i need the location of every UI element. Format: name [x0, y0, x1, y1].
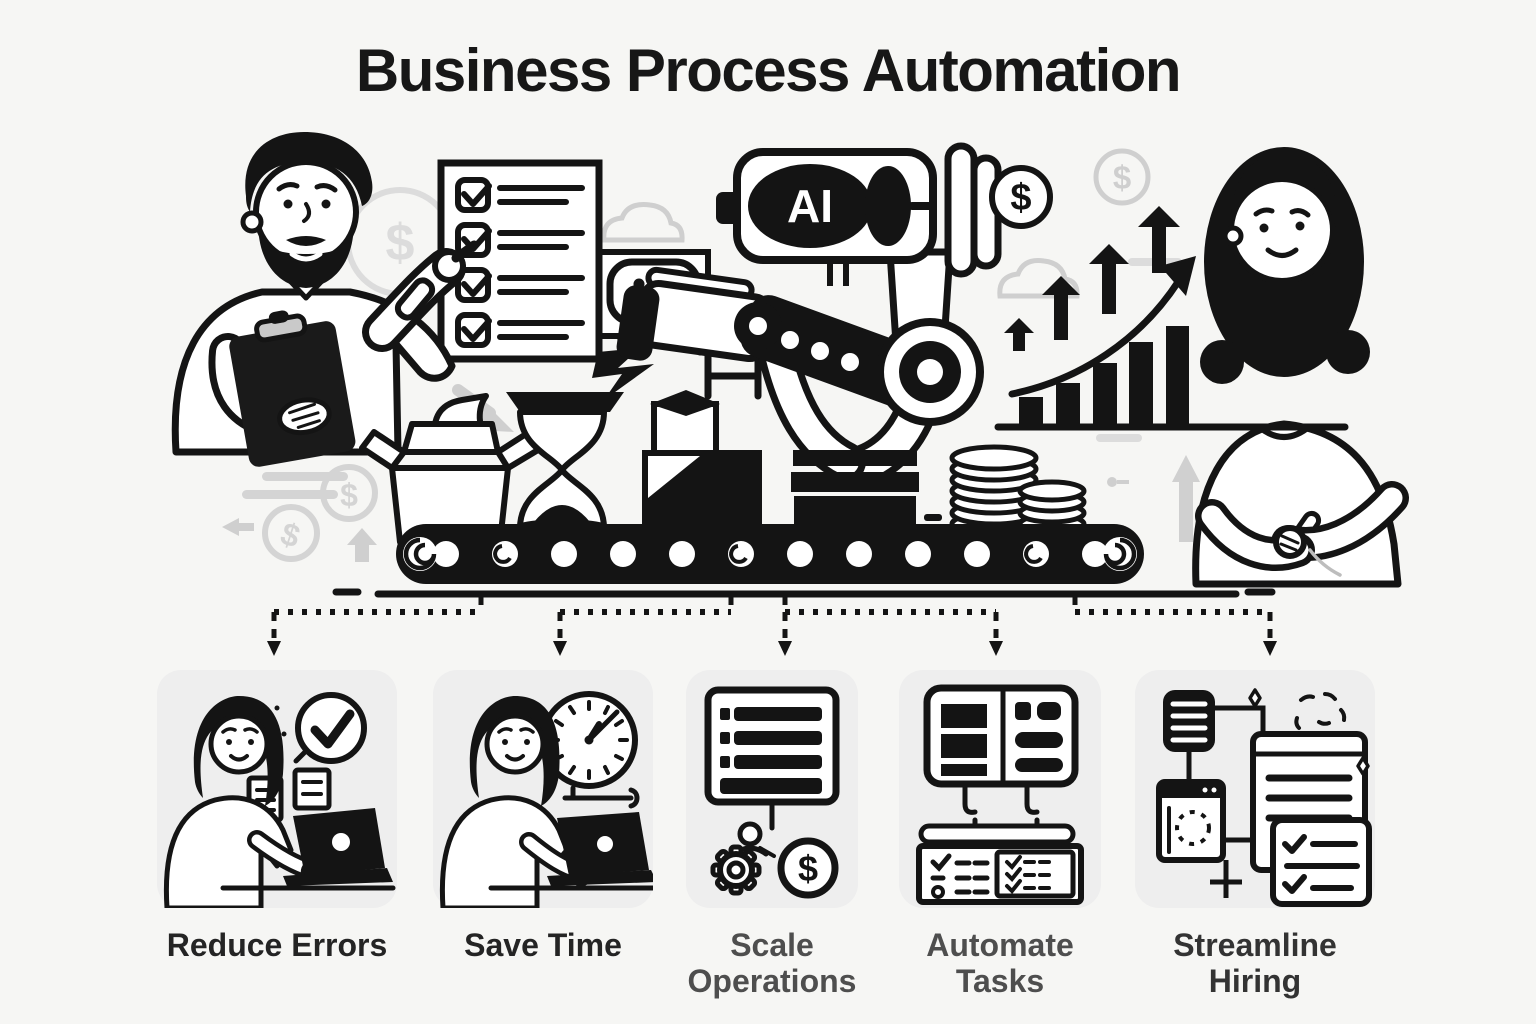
left-arrow-icon — [222, 518, 254, 536]
dollar-coin-icon: $ — [276, 515, 304, 555]
cloud-icon — [997, 258, 1080, 299]
sparkle-icons — [1248, 688, 1370, 776]
checklist-panel-icon — [916, 823, 1084, 905]
dollar-coin-icon: $ — [340, 477, 358, 513]
worker-gear-icon — [710, 821, 776, 896]
ai-label: AI — [787, 180, 833, 232]
automation-scene-illustration: $ $ $ $ — [171, 132, 1409, 656]
benefit-card-streamline-hiring — [1135, 670, 1375, 908]
trend-arrow — [1008, 278, 1182, 398]
dashboard-panel-icon — [923, 684, 1079, 788]
benefit-card-scale-operations: $ — [686, 670, 858, 908]
card-label-reduce-errors: Reduce Errors — [166, 927, 388, 963]
dash-specks — [1294, 692, 1347, 730]
profile-window-icon — [1156, 779, 1226, 863]
card-label-streamline-hiring: Streamline Hiring — [1173, 927, 1337, 999]
laptop-icon — [220, 808, 396, 891]
dollar-coin-icon: $ — [777, 837, 839, 899]
bar-chart-bars — [1019, 326, 1189, 427]
robot-arm — [616, 266, 984, 524]
pointing-finger — [451, 240, 479, 263]
stacked-boxes — [642, 390, 762, 536]
lever-icon — [562, 785, 640, 809]
up-arrow-icon — [1172, 455, 1200, 542]
man-illustration — [171, 132, 479, 467]
streamline-hiring-icon — [1156, 688, 1372, 907]
scale-operations-icon: $ — [704, 686, 840, 899]
flow-connectors — [1186, 705, 1266, 898]
ai-battery-head: AI — [716, 148, 937, 264]
hourglass — [506, 392, 624, 541]
card-label-automate-tasks: Automate Tasks — [926, 927, 1074, 999]
benefit-card-save-time — [433, 670, 653, 908]
conveyor-belt — [332, 524, 1276, 598]
list-panel-icon — [704, 686, 840, 806]
benefit-card-reduce-errors — [157, 670, 397, 908]
up-arrow-icon — [347, 528, 377, 562]
check-circle-icon — [293, 692, 367, 764]
open-box — [359, 393, 541, 545]
checklist-document — [437, 159, 603, 363]
save-time-icon — [439, 691, 653, 908]
growth-arrows — [1004, 206, 1180, 351]
dollar-coin-icon: $ — [1010, 177, 1031, 219]
card-label-scale-operations: Scale Operations — [687, 927, 857, 999]
dashed-connectors — [267, 596, 1277, 656]
dollar-coin-icon: $ — [1113, 159, 1131, 196]
reduce-errors-icon — [163, 692, 396, 908]
card-label-save-time: Save Time — [464, 927, 622, 963]
automate-tasks-icon — [916, 684, 1084, 905]
svg-text:$: $ — [798, 848, 818, 889]
coin-stacks — [949, 444, 1087, 538]
document-node-icon — [1163, 690, 1215, 752]
dollar-watermark-icon: $ — [386, 214, 415, 272]
benefit-card-automate-tasks — [899, 670, 1101, 908]
cloud-icon — [601, 202, 685, 243]
growth-chart-illustration: $ $ — [989, 148, 1349, 431]
clipboard — [229, 310, 356, 467]
laptop-icon — [488, 812, 653, 891]
ai-robot-illustration: AI — [616, 142, 1002, 524]
lightning-bolt-icon — [592, 348, 654, 400]
page-title: Business Process Automation — [355, 37, 1182, 104]
checklist-window-icon — [1270, 817, 1372, 907]
woman-illustration — [1192, 147, 1409, 588]
